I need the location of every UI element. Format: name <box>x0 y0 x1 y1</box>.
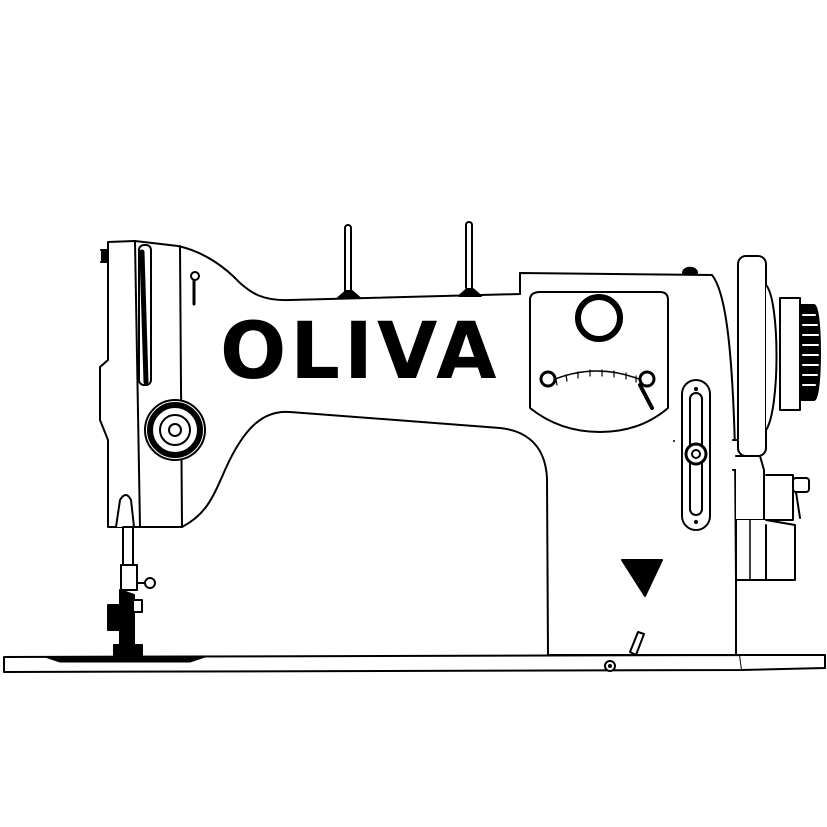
brand-logo-text: OLIVA <box>220 307 500 397</box>
base-plate <box>3 654 826 673</box>
presser-screw-icon <box>144 577 156 589</box>
bobbin-winder <box>735 455 810 581</box>
head-side-line <box>179 245 183 528</box>
stitch-control-panel <box>529 291 669 433</box>
handwheel <box>732 255 821 471</box>
stitch-length-slot <box>673 379 711 531</box>
stitch-width-knob-icon <box>575 294 623 342</box>
stitch-lever-icon <box>638 383 654 410</box>
tension-dial <box>144 399 206 461</box>
thread-guide-icon <box>190 271 200 281</box>
left-stop-knob-icon <box>539 370 557 388</box>
spool-pins <box>337 221 482 299</box>
head-front-line <box>134 240 141 528</box>
knee-lever <box>629 631 645 656</box>
right-stop-knob-icon <box>638 370 656 388</box>
needle-assembly <box>107 494 156 656</box>
reverse-indicator-icon <box>621 559 663 597</box>
